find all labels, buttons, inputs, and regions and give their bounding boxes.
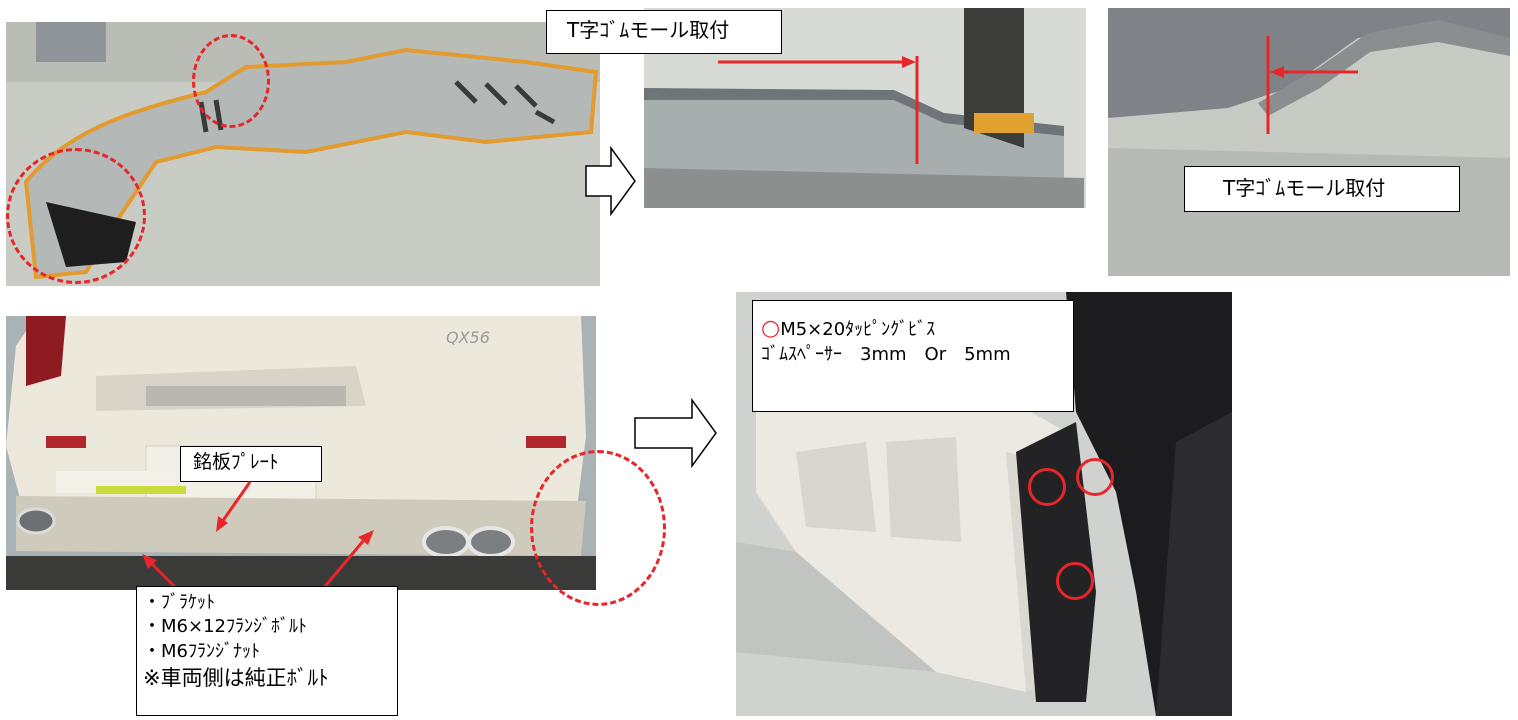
- pointer-arrow-icon: [320, 530, 374, 591]
- pointer-arrow-icon: [718, 56, 919, 164]
- hardware-item: ・ﾌﾞﾗｹｯﾄ: [143, 592, 215, 613]
- hardware-item: ※車両側は純正ﾎﾞﾙﾄ: [143, 666, 329, 691]
- molding-attach-label-2: T字ｺﾞﾑモール取付: [1184, 166, 1460, 212]
- photo-molding-closeup-1: [644, 8, 1086, 208]
- model-badge: QX56: [446, 328, 490, 347]
- screw-spec-label: ○M5×20ﾀｯﾋﾟﾝｸﾞﾋﾞｽ ｺﾞﾑｽﾍﾟｰｻｰ 3mm Or 5mm: [752, 300, 1074, 412]
- photo-car-rear: [6, 316, 596, 590]
- molding-attach-label-1: T字ｺﾞﾑモール取付: [546, 10, 782, 54]
- pointer-arrow-icon: [216, 481, 252, 532]
- screw-spec-line2: ｺﾞﾑｽﾍﾟｰｻｰ 3mm Or 5mm: [761, 344, 1011, 366]
- screw-position-marker: [1056, 562, 1094, 600]
- plate-label: 銘板ﾌﾟﾚｰﾄ: [180, 446, 322, 482]
- dashed-circle-marker: [192, 34, 270, 128]
- screw-spec-line1: M5×20ﾀｯﾋﾟﾝｸﾞﾋﾞｽ: [780, 319, 936, 340]
- screw-position-marker: ○: [761, 316, 781, 341]
- dashed-circle-marker: [6, 148, 146, 284]
- step-arrow-icon: [634, 397, 717, 469]
- screw-position-marker: [1028, 468, 1066, 506]
- hardware-list: ・ﾌﾞﾗｹｯﾄ ・M6×12ﾌﾗﾝｼﾞﾎﾞﾙﾄ ・M6ﾌﾗﾝｼﾞﾅｯﾄ ※車両側…: [136, 586, 398, 716]
- pointer-arrow-icon: [1266, 36, 1358, 134]
- screw-position-marker: [1076, 458, 1114, 496]
- step-arrow-icon: [585, 145, 636, 217]
- dashed-circle-marker: [530, 450, 666, 606]
- hardware-item: ・M6×12ﾌﾗﾝｼﾞﾎﾞﾙﾄ: [143, 616, 307, 638]
- photo-molding-closeup-2: [1108, 8, 1510, 276]
- hardware-item: ・M6ﾌﾗﾝｼﾞﾅｯﾄ: [143, 640, 260, 662]
